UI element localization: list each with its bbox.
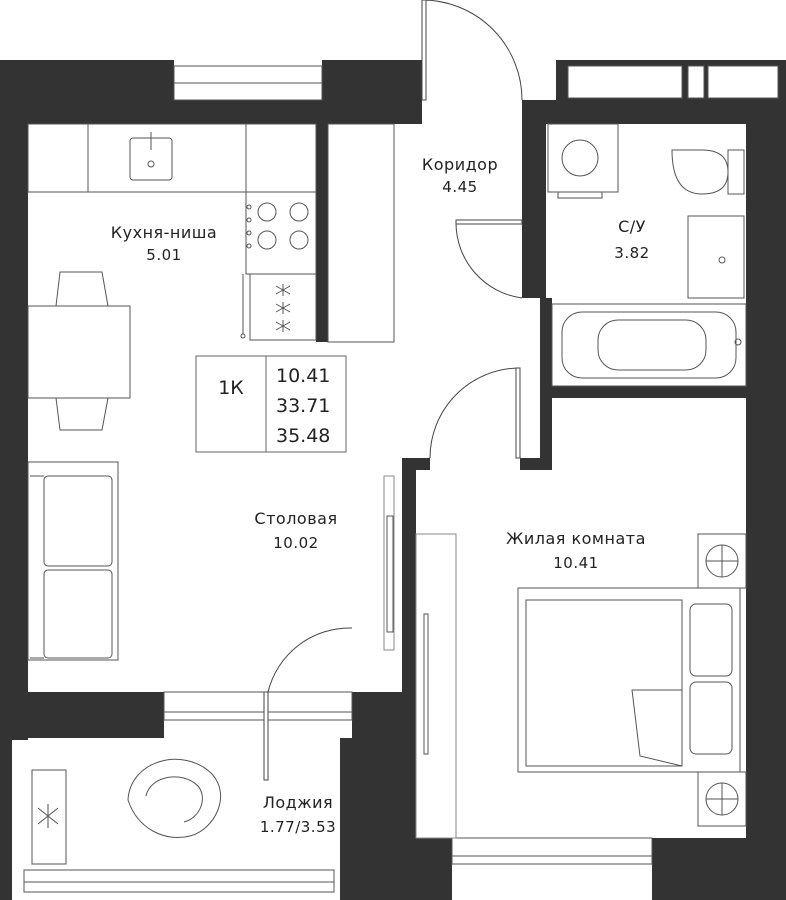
summary-living-area: 10.41: [276, 365, 330, 387]
stove-icon: [245, 191, 317, 275]
wall-living-stub: [520, 458, 552, 470]
living-wardrobe: [415, 533, 457, 839]
wall-bottom-left: [0, 692, 164, 738]
dining-set: [27, 271, 131, 431]
windows: [23, 65, 779, 893]
window-bath-3: [707, 65, 779, 99]
bed-icon: [517, 587, 741, 773]
fridge-icon: [249, 273, 317, 341]
wall-top-mid: [174, 100, 422, 124]
wall-top-right: [522, 100, 786, 124]
wall-kitchen-partition: [316, 124, 328, 342]
dining-area: 10.02: [273, 534, 318, 552]
summary-total-with-loggia: 35.48: [276, 425, 330, 447]
wall-bottom-mid: [352, 692, 416, 738]
kitchen-furniture: [27, 123, 395, 343]
window-bath-1: [567, 65, 683, 99]
loggia-plant-box: [31, 769, 67, 865]
area-summary: 1К 10.41 33.71 35.48: [195, 355, 347, 453]
washbasin-icon: [687, 215, 745, 299]
window-dining-bottom: [163, 691, 353, 721]
dining-name: Столовая: [254, 509, 337, 528]
window-loggia: [23, 869, 335, 893]
wall-bottom-living-right: [652, 838, 786, 900]
wall-loggia-left: [0, 738, 12, 900]
entrance-door-arc: [421, 0, 523, 101]
tv-unit: [383, 475, 395, 651]
summary-box: [195, 355, 347, 453]
wall-bottom-living-left: [402, 838, 452, 900]
dining-table: [27, 305, 131, 399]
chair-bottom: [55, 397, 109, 431]
bathtub-icon: [551, 303, 747, 387]
summary-total-area: 33.71: [276, 395, 330, 417]
sofa: [27, 461, 119, 661]
loggia-furniture: [31, 758, 222, 865]
toilet-icon: [671, 149, 729, 195]
chair-top: [55, 271, 109, 307]
kitchen-name: Кухня-ниша: [111, 223, 217, 242]
window-bath-2: [687, 65, 705, 99]
entrance-door-leaf: [421, 0, 427, 101]
living-name: Жилая комната: [506, 529, 646, 548]
room-labels: Кухня-ниша 5.01 Коридор 4.45 С/У 3.82 Ст…: [111, 155, 649, 836]
wall-right-outer: [746, 100, 786, 900]
doors: [263, 0, 523, 781]
armchair-icon: [127, 758, 222, 838]
tv-cabinet: [383, 475, 395, 651]
bath-door-leaf: [455, 219, 523, 225]
bathroom-fixtures: [547, 123, 747, 387]
wall-bath-left-lower: [540, 298, 552, 386]
wall-top-mid-upper: [322, 60, 422, 100]
bath-door-arc: [455, 221, 523, 299]
corridor-wardrobe: [327, 123, 395, 343]
wall-bath-left: [522, 124, 546, 298]
wall-top-left: [0, 60, 174, 124]
living-furniture: [415, 533, 747, 839]
loggia-door-arc: [267, 627, 353, 693]
bathroom-name: С/У: [618, 217, 646, 236]
wall-left-outer: [0, 60, 28, 740]
living-area: 10.41: [553, 554, 598, 572]
washing-machine-icon: [547, 123, 619, 193]
kitchen-counter: [27, 123, 317, 193]
snowflake-icon: [275, 284, 291, 332]
living-door-arc: [429, 367, 521, 459]
apartment-type: 1К: [218, 377, 244, 399]
loggia-area: 1.77/3.53: [260, 818, 336, 836]
corridor-name: Коридор: [422, 155, 498, 174]
bathroom-area: 3.82: [614, 244, 649, 262]
wall-living-left-upper: [540, 386, 552, 470]
corridor-area: 4.45: [442, 178, 477, 196]
wall-bath-bottom: [540, 386, 746, 398]
tv-icon: [386, 515, 394, 633]
living-door-leaf: [515, 367, 521, 459]
loggia-name: Лоджия: [263, 793, 333, 812]
sofa-frame: [27, 461, 119, 661]
walls: [0, 60, 786, 900]
loggia-door-leaf: [263, 691, 269, 781]
window-living-bottom: [451, 837, 653, 865]
kitchen-area: 5.01: [146, 246, 181, 264]
